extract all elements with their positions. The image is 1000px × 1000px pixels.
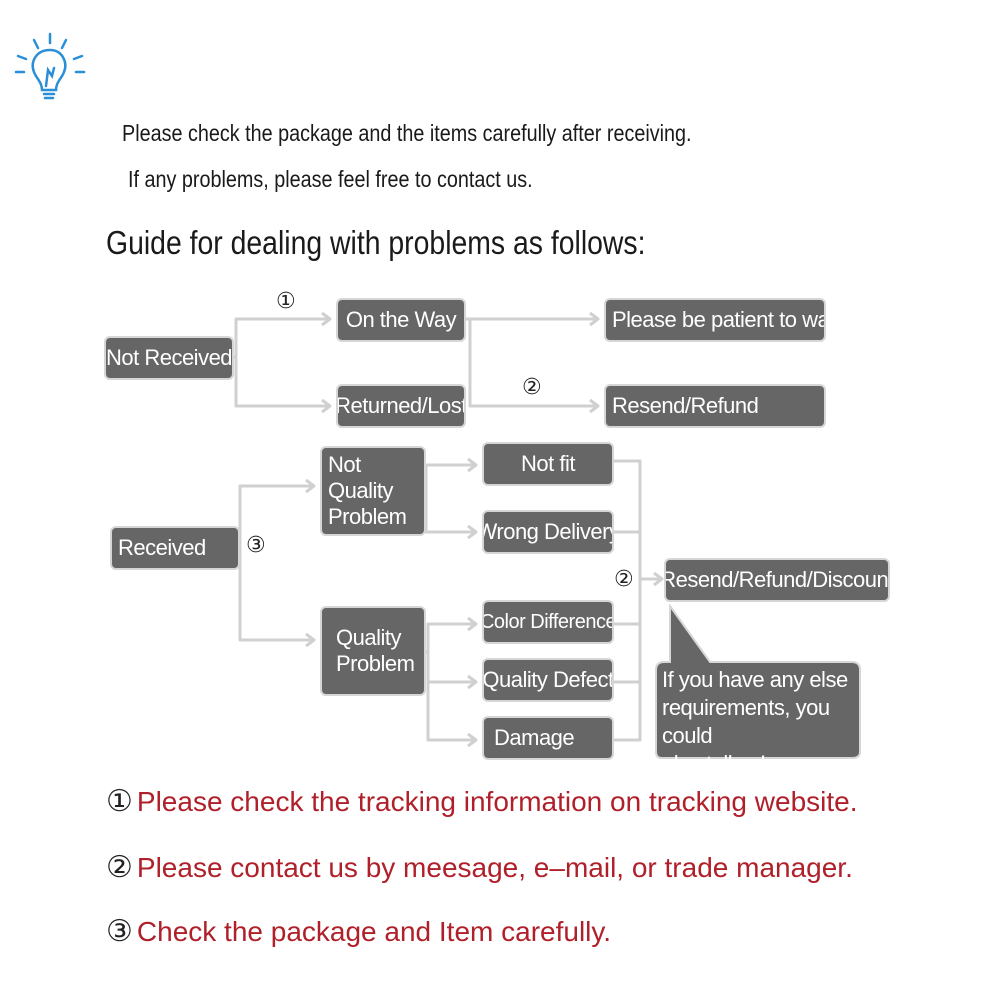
intro-line-2: If any problems, please feel free to con… xyxy=(128,166,533,192)
quality-defect-box: Quality Defect xyxy=(484,660,612,700)
intro-line-1: Please check the package and the items c… xyxy=(122,120,692,146)
note-3-number: ③ xyxy=(106,915,133,948)
patient-box: Please be patient to wait xyxy=(606,300,824,340)
note-1-text: Please check the tracking information on… xyxy=(136,786,858,817)
not-quality-problem-box: Not Quality Problem xyxy=(322,448,424,534)
note-2-text: Please contact us by meesage, e–mail, or… xyxy=(136,852,853,883)
guide-heading: Guide for dealing with problems as follo… xyxy=(106,224,646,261)
note-3-text: Check the package and Item carefully. xyxy=(136,916,612,947)
not-received-box: Not Received xyxy=(106,338,232,378)
speech-bubble: If you have any else requirements, you c… xyxy=(654,604,864,776)
connector-quality-problem xyxy=(424,622,476,654)
returned-lost-box: Returned/Lost xyxy=(338,386,464,426)
wrong-delivery-box: Wrong Delivery xyxy=(484,512,612,552)
marker-2: ② xyxy=(614,566,634,591)
resend-refund-box: Resend/Refund xyxy=(606,386,824,426)
marker-2: ② xyxy=(522,374,542,399)
color-difference-box: Color Difference xyxy=(484,602,612,642)
received-box: Received xyxy=(112,528,238,568)
connector-not-received xyxy=(232,317,330,359)
damage-box: Damage xyxy=(484,718,612,758)
connector-not-quality xyxy=(424,463,476,492)
bubble-text: If you have any else requirements, you c… xyxy=(662,667,848,776)
not-fit-box: Not fit xyxy=(484,444,612,484)
lightbulb-idea-icon xyxy=(14,32,86,100)
note-2-number: ② xyxy=(106,851,133,884)
on-the-way-box: On the Way xyxy=(338,300,464,340)
quality-problem-box: Quality Problem xyxy=(322,608,424,694)
connector-collector xyxy=(612,459,642,742)
note-1-number: ① xyxy=(106,785,133,818)
marker-1: ① xyxy=(276,288,296,313)
connector-on-the-way xyxy=(464,317,598,408)
resend-refund-discount-box: Resend/Refund/Discount xyxy=(666,560,888,600)
marker-3: ③ xyxy=(246,532,266,557)
